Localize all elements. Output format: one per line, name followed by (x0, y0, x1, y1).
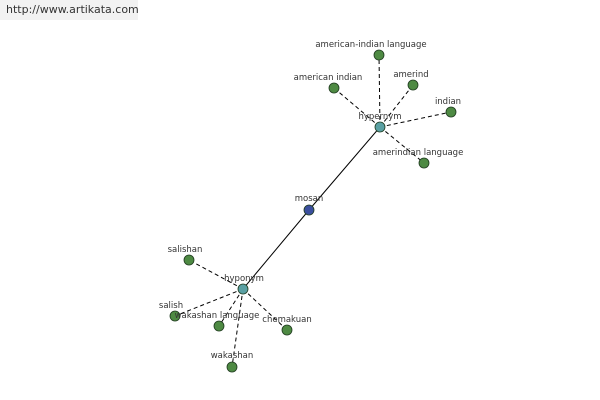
node-salish[interactable] (169, 310, 181, 322)
edge-hypernym-amerindian-language (379, 126, 425, 164)
node-label-salish[interactable]: salish (159, 301, 183, 311)
source-url-bar: http://www.artikata.com (0, 0, 139, 20)
edge-hypernym-american-indian (333, 87, 381, 128)
node-label-salishan[interactable]: salishan (168, 245, 203, 255)
edge-hyponym-chemakuan (242, 288, 288, 331)
edge-hypernym-indian (379, 111, 452, 128)
edge-mosan-hypernym (308, 126, 381, 211)
edge-hyponym-wakashan-language (218, 288, 244, 327)
node-label-amerindian-language[interactable]: amerindian language (373, 148, 464, 158)
node-amerindian-language[interactable] (418, 157, 430, 169)
node-american-indian[interactable] (328, 82, 340, 94)
edge-hyponym-salishan (188, 259, 244, 290)
graph-labels: mosan hypernym hyponym american-indian lang… (159, 40, 463, 361)
node-label-chemakuan[interactable]: chemakuan (262, 315, 311, 325)
source-url: http://www.artikata.com (6, 3, 139, 16)
node-label-hypernym[interactable]: hypernym (358, 112, 401, 122)
node-label-mosan[interactable]: mosan (295, 194, 324, 204)
node-indian[interactable] (445, 106, 457, 118)
edge-mosan-hyponym (242, 209, 310, 290)
node-label-wakashan[interactable]: wakashan (211, 351, 254, 361)
graph-nodes (169, 49, 457, 373)
node-american-indian-language[interactable] (373, 49, 385, 61)
node-label-american-indian-language[interactable]: american-indian language (315, 40, 426, 50)
node-wakashan-language[interactable] (213, 320, 225, 332)
node-mosan[interactable] (303, 204, 315, 216)
node-salishan[interactable] (183, 254, 195, 266)
edge-hyponym-salish (174, 288, 244, 317)
node-label-hyponym[interactable]: hyponym (224, 274, 264, 284)
node-hypernym[interactable] (374, 121, 386, 133)
node-hyponym[interactable] (237, 283, 249, 295)
edge-hyponym-wakashan (231, 288, 244, 368)
edge-hypernym-amerind (379, 84, 414, 128)
node-wakashan[interactable] (226, 361, 238, 373)
node-amerind[interactable] (407, 79, 419, 91)
edge-hypernym-american-indian-language (378, 54, 381, 128)
node-label-amerind[interactable]: amerind (393, 70, 428, 80)
node-label-american-indian[interactable]: american indian (294, 73, 363, 83)
node-label-wakashan-language[interactable]: wakashan language (175, 311, 260, 321)
graph-edges (174, 54, 452, 368)
node-chemakuan[interactable] (281, 324, 293, 336)
node-label-indian[interactable]: indian (435, 97, 461, 107)
